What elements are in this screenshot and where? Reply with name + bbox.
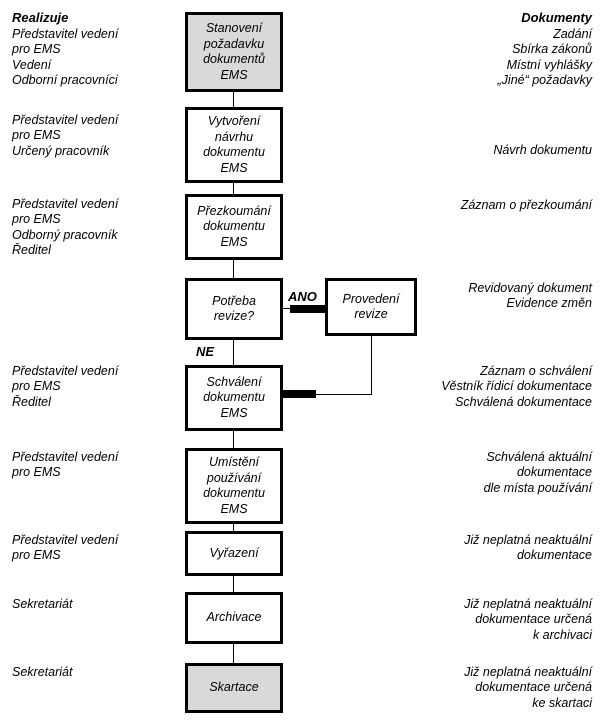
node-skartace-label: Skartace — [209, 680, 259, 695]
connector-vytvoreni-prezkoumani — [233, 183, 234, 194]
node-archivace-label: Archivace — [206, 610, 262, 625]
connector-vyrazeni-archivace — [233, 576, 234, 592]
document-text-7: Již neplatná neaktuální dokumentace — [464, 533, 592, 563]
node-schvaleni-label: Schválení dokumentu EMS — [203, 374, 265, 420]
branch-label-ano: ANO — [288, 289, 317, 304]
node-skartace[interactable]: Skartace — [185, 663, 283, 713]
role-text-6: Představitel vedení pro EMS — [12, 533, 119, 563]
role-text-2: Představitel vedení pro EMS Určený praco… — [12, 113, 119, 158]
document-text-4: Revidovaný dokument Evidence změn — [468, 281, 592, 311]
connector-schvaleni-umisteni — [233, 431, 234, 448]
document-text-3: Záznam o přezkoumání — [460, 198, 592, 212]
connector-provedeni-loop-horizontal — [283, 394, 372, 395]
role-text-7: Sekretariát — [12, 597, 73, 611]
node-stanoveni-label: Stanovení požadavku dokumentů EMS — [203, 21, 265, 82]
arrowhead-provedeni-schvaleni — [278, 390, 316, 398]
document-text-9: Již neplatná neaktuální dokumentace urče… — [464, 665, 592, 710]
node-provedeni-revize[interactable]: Provedení revize — [325, 278, 417, 336]
document-text-2: Návrh dokumentu — [493, 143, 592, 157]
node-potreba-revize-label: Potřeba revize? — [212, 293, 256, 324]
node-schvaleni[interactable]: Schválení dokumentu EMS — [185, 365, 283, 431]
node-vytvoreni-label: Vytvoření návrhu dokumentu EMS — [203, 114, 265, 175]
node-umisteni-label: Umístění používání dokumentu EMS — [203, 455, 265, 516]
role-text-5: Představitel vedení pro EMS — [12, 450, 119, 480]
connector-umisteni-vyrazeni — [233, 524, 234, 531]
role-text-1: Představitel vedení pro EMS Vedení Odbor… — [12, 27, 119, 87]
arrowhead-potreba-provedeni — [290, 305, 325, 313]
node-prezkoumani-label: Přezkoumání dokumentu EMS — [197, 203, 271, 249]
node-archivace[interactable]: Archivace — [185, 592, 283, 644]
node-provedeni-revize-label: Provedení revize — [342, 291, 400, 322]
connector-archivace-skartace — [233, 644, 234, 663]
role-text-8: Sekretariát — [12, 665, 73, 679]
node-vytvoreni[interactable]: Vytvoření návrhu dokumentu EMS — [185, 107, 283, 183]
node-potreba-revize[interactable]: Potřeba revize? — [185, 278, 283, 340]
document-text-1: Zadání Sbírka zákonů Místní vyhlášky „Ji… — [497, 27, 593, 87]
column-header-dokumenty: Dokumenty — [521, 10, 592, 25]
node-vyrazeni[interactable]: Vyřazení — [185, 531, 283, 576]
node-vyrazeni-label: Vyřazení — [209, 545, 259, 560]
document-text-8: Již neplatná neaktuální dokumentace urče… — [464, 597, 592, 642]
document-text-5: Záznam o schválení Věstník řídicí dokume… — [441, 364, 592, 409]
connector-provedeni-loop-vertical — [371, 336, 372, 394]
node-umisteni[interactable]: Umístění používání dokumentu EMS — [185, 448, 283, 524]
role-text-4: Představitel vedení pro EMS Ředitel — [12, 364, 119, 409]
connector-prezkoumani-potreba — [233, 260, 234, 278]
connector-stanoveni-vytvoreni — [233, 92, 234, 107]
branch-label-ne: NE — [196, 344, 215, 359]
connector-potreba-schvaleni-ne — [233, 340, 234, 365]
node-stanoveni[interactable]: Stanovení požadavku dokumentů EMS — [185, 12, 283, 92]
role-text-3: Představitel vedení pro EMS Odborný prac… — [12, 197, 119, 257]
node-prezkoumani[interactable]: Přezkoumání dokumentu EMS — [185, 194, 283, 260]
column-header-realizuje: Realizuje — [12, 10, 69, 25]
document-text-6: Schválená aktuální dokumentace dle místa… — [483, 450, 592, 495]
